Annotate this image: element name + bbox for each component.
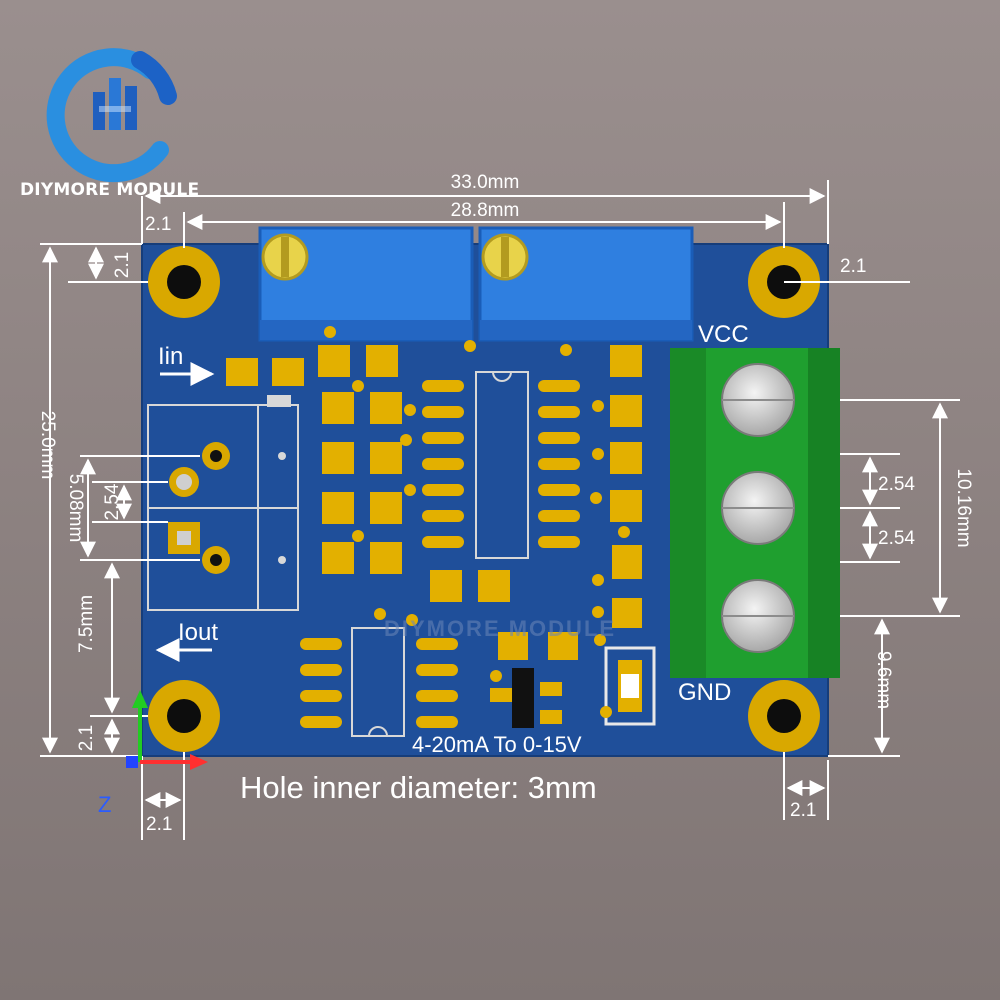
dim-header-to-hole: 7.5mm <box>76 595 97 653</box>
dim-offset-top-left-side: 2.1 <box>112 252 133 278</box>
label-iout: Iout <box>178 619 218 646</box>
dim-offset-top-right: 2.1 <box>840 256 866 277</box>
dim-header-span: 5.08mm <box>65 474 86 543</box>
mounting-hole-top-left <box>148 246 220 318</box>
dim-offset-top-left: 2.1 <box>145 214 171 235</box>
label-gnd: GND <box>678 679 731 706</box>
ic-chip-small <box>300 627 458 737</box>
dim-offset-bottom-right-below: 2.1 <box>790 800 816 821</box>
screw-terminal <box>670 348 840 678</box>
brand-name: DIYMORE MODULE <box>20 180 200 200</box>
transistor <box>512 668 534 728</box>
diymore-logo-icon <box>46 48 177 183</box>
mounting-hole-bottom-left <box>148 680 220 752</box>
label-model: 4-20mA To 0-15V <box>412 732 582 757</box>
dim-offset-bottom-left-side: 2.1 <box>76 725 97 751</box>
dim-header-pitch: 2.54 <box>102 483 123 520</box>
dimension-lines <box>40 180 960 840</box>
dim-terminal-pitch-2: 2.54 <box>878 528 915 549</box>
dim-terminal-pitch-1: 2.54 <box>878 474 915 495</box>
ic-chip-main <box>422 371 580 559</box>
dim-height-total: 25.0mm <box>37 411 58 480</box>
vias <box>324 326 630 718</box>
board-watermark: DIYMORE MODULE <box>384 616 616 641</box>
label-iin: Iin <box>158 343 183 370</box>
potentiometer-left <box>258 226 474 342</box>
potentiometer-right <box>478 226 694 342</box>
hole-diameter-note: Hole inner diameter: 3mm <box>240 770 597 805</box>
dim-width-total: 33.0mm <box>451 172 520 193</box>
axis-z-label: Z <box>98 792 111 817</box>
dim-terminal-to-bottom: 9.6mm <box>873 651 894 709</box>
header-pins <box>168 442 230 574</box>
dim-hole-spacing-x: 28.8mm <box>451 200 520 221</box>
label-vcc: VCC <box>698 321 749 348</box>
mounting-hole-bottom-right <box>748 680 820 752</box>
smd-pads <box>226 345 642 724</box>
led-indicator <box>604 646 656 726</box>
axis-indicator: Z <box>98 690 208 817</box>
dim-terminal-span: 10.16mm <box>953 468 974 547</box>
pin-header-outline <box>147 395 299 611</box>
dim-offset-bottom-left-below: 2.1 <box>146 814 172 835</box>
